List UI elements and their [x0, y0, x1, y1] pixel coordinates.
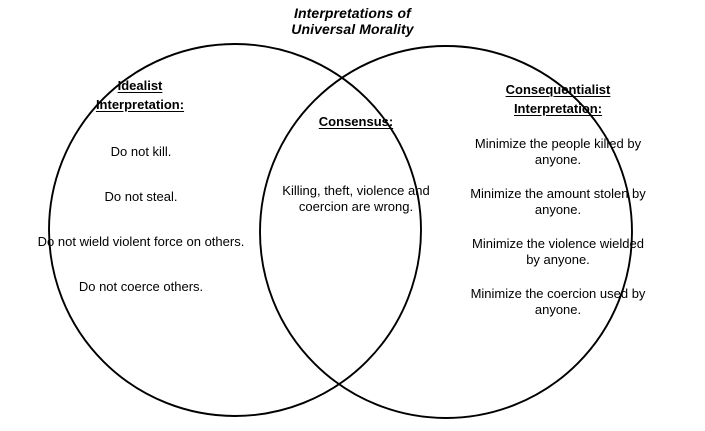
intersection-item: Killing, theft, violence and coercion ar…: [282, 183, 430, 214]
right-set-circle: [259, 45, 633, 419]
right-set-item: Minimize the coercion used by anyone.: [470, 286, 646, 317]
right-set-heading-line-1: Consequentialist: [505, 82, 611, 97]
right-set-heading: Consequentialist Interpretation:: [470, 80, 646, 118]
left-set-heading-line-1: Idealist: [117, 78, 163, 93]
diagram-title-line-1: Interpretations of: [294, 5, 411, 21]
right-set-heading-line-2: Interpretation:: [513, 101, 603, 116]
left-set-heading-line-2: Interpretation:: [95, 97, 185, 112]
intersection-heading-line-1: Consensus:: [318, 114, 394, 129]
left-set-item: Do not kill.: [110, 144, 172, 159]
diagram-title: Interpretations of Universal Morality: [0, 5, 705, 37]
right-set-item-list: Minimize the people killed by anyone. Mi…: [470, 136, 646, 318]
diagram-title-line-2: Universal Morality: [291, 21, 414, 37]
right-set-item: Minimize the people killed by anyone.: [474, 136, 642, 167]
right-set-item: Minimize the amount stolen by anyone.: [470, 186, 646, 217]
left-set-item: Do not wield violent force on others.: [37, 234, 245, 249]
left-set-item: Do not coerce others.: [78, 279, 204, 294]
intersection-heading: Consensus:: [300, 112, 412, 131]
left-set-item: Do not steal.: [104, 189, 178, 204]
left-set-heading: Idealist Interpretation:: [60, 76, 220, 114]
intersection-item-list: Killing, theft, violence and coercion ar…: [276, 183, 436, 215]
right-set-item: Minimize the violence wielded by anyone.: [472, 236, 644, 267]
left-set-item-list: Do not kill. Do not steal. Do not wield …: [10, 144, 272, 295]
left-set-circle: [48, 43, 422, 417]
